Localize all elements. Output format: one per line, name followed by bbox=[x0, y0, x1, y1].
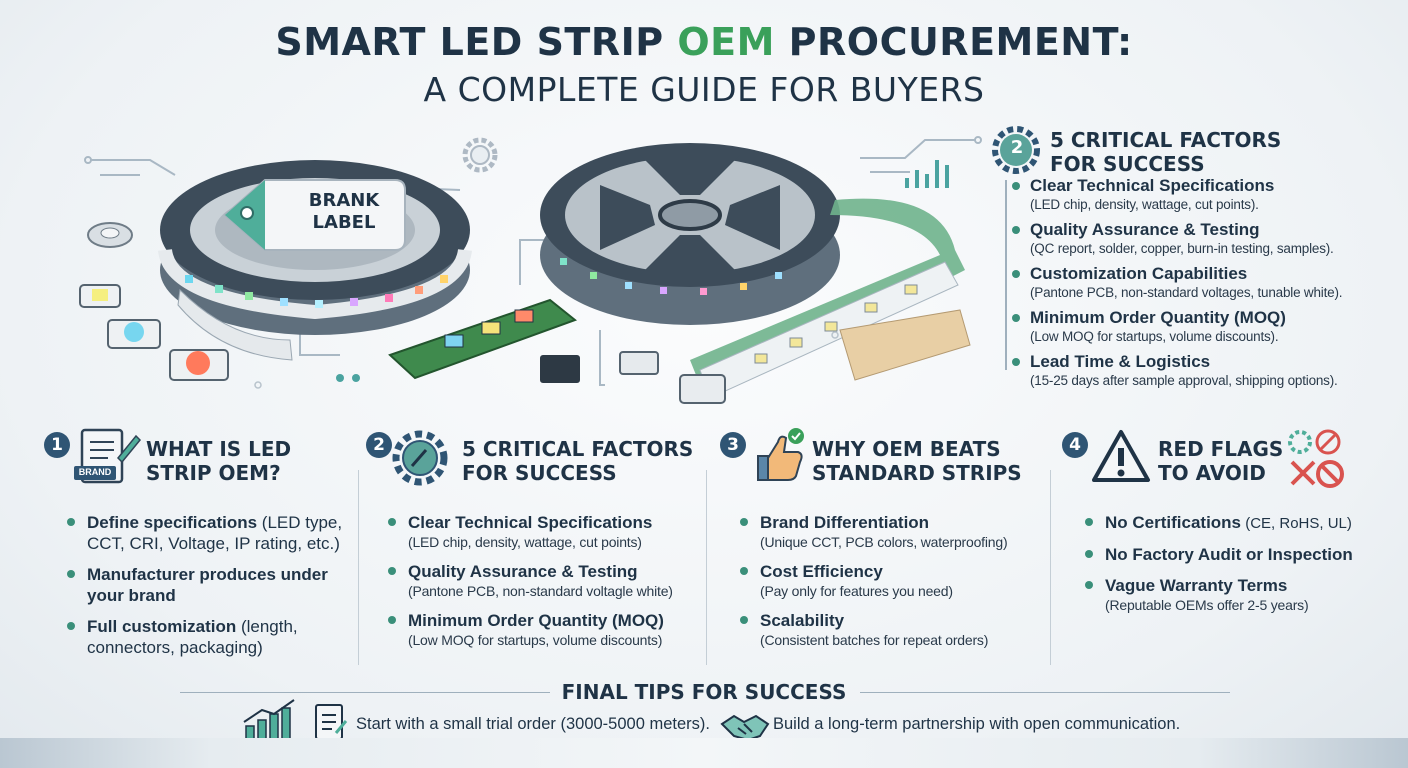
list-item: Customization Capabilities (Pantone PCB,… bbox=[1010, 264, 1400, 301]
right-panel-list: Clear Technical Specifications (LED chip… bbox=[1010, 176, 1400, 396]
right-panel-heading: 5 CRITICAL FACTORS FOR SUCCESS bbox=[1050, 128, 1282, 176]
footer-tip-2: Build a long-term partnership with open … bbox=[773, 715, 1181, 733]
bottom-decoration-bar bbox=[0, 738, 1408, 768]
brand-label-tag: BRANK LABEL bbox=[300, 190, 388, 234]
column-list-2: Clear Technical Specifications (LED chip… bbox=[388, 512, 703, 659]
column-divider bbox=[706, 470, 707, 665]
thumbs-up-icon bbox=[757, 428, 804, 481]
pcb-board bbox=[388, 298, 659, 383]
page-title: SMART LED STRIP OEM PROCUREMENT: bbox=[275, 20, 1133, 64]
page-subtitle: A COMPLETE GUIDE FOR BUYERS bbox=[423, 70, 985, 109]
column-number-4: 4 bbox=[1062, 432, 1088, 458]
column-number-2: 2 bbox=[366, 432, 392, 458]
gear-icon bbox=[392, 430, 448, 486]
list-item: Clear Technical Specifications (LED chip… bbox=[388, 512, 703, 551]
footer-rule-right bbox=[860, 692, 1230, 693]
led-chips bbox=[79, 222, 229, 381]
footer-tip-1: Start with a small trial order (3000-500… bbox=[356, 715, 710, 733]
column-heading-2: 5 CRITICAL FACTORS FOR SUCCESS bbox=[462, 437, 694, 485]
column-heading-1: WHAT IS LED STRIP OEM? bbox=[146, 437, 292, 485]
list-item: Minimum Order Quantity (MOQ) (Low MOQ fo… bbox=[1010, 308, 1400, 345]
list-item: Scalability (Consistent batches for repe… bbox=[740, 610, 1045, 649]
list-item: Clear Technical Specifications (LED chip… bbox=[1010, 176, 1400, 213]
brand-icon-label: BRAND bbox=[78, 467, 112, 477]
column-heading-3: WHY OEM BEATS STANDARD STRIPS bbox=[812, 437, 1022, 485]
checklist-icon bbox=[315, 704, 348, 740]
tag-text-line2: LABEL bbox=[312, 212, 376, 233]
column-list-3: Brand Differentiation (Unique CCT, PCB c… bbox=[740, 512, 1045, 659]
column-list-1: Define specifications (LED type, CCT, CR… bbox=[67, 512, 347, 668]
handshake-icon bbox=[720, 714, 770, 742]
list-item: Full customization (length, connectors, … bbox=[67, 616, 347, 658]
column-divider bbox=[358, 470, 359, 665]
list-item: Cost Efficiency (Pay only for features y… bbox=[740, 561, 1045, 600]
column-number-1: 1 bbox=[44, 432, 70, 458]
warning-icon bbox=[1092, 430, 1150, 482]
tag-text-line1: BRANK bbox=[308, 190, 380, 211]
left-led-reel bbox=[158, 160, 472, 361]
column-number-3: 3 bbox=[720, 432, 746, 458]
column-divider bbox=[1050, 470, 1051, 665]
gear-icon bbox=[462, 137, 498, 173]
list-item: Manufacturer produces under your brand bbox=[67, 564, 347, 606]
gear-number-icon bbox=[992, 126, 1040, 174]
right-panel-number: 2 bbox=[1010, 137, 1024, 158]
right-led-reel bbox=[540, 143, 971, 404]
list-item: Define specifications (LED type, CCT, CR… bbox=[67, 512, 347, 554]
bar-chart-icon bbox=[905, 160, 949, 188]
list-item: Quality Assurance & Testing (QC report, … bbox=[1010, 220, 1400, 257]
document-brand-icon bbox=[74, 428, 142, 484]
column-heading-4: RED FLAGS TO AVOID bbox=[1158, 437, 1284, 485]
list-item: Lead Time & Logistics (15-25 days after … bbox=[1010, 352, 1400, 389]
column-list-4: No Certifications (CE, RoHS, UL) No Fact… bbox=[1085, 512, 1395, 624]
footer-rule-left bbox=[180, 692, 550, 693]
footer-title: FINAL TIPS FOR SUCCESS bbox=[561, 680, 847, 704]
list-item: No Factory Audit or Inspection bbox=[1085, 544, 1395, 565]
list-item: Vague Warranty Terms (Reputable OEMs off… bbox=[1085, 575, 1395, 614]
prohibited-icon bbox=[1288, 429, 1344, 488]
right-panel-line bbox=[1005, 180, 1007, 370]
list-item: Quality Assurance & Testing (Pantone PCB… bbox=[388, 561, 703, 600]
list-item: No Certifications (CE, RoHS, UL) bbox=[1085, 512, 1395, 534]
list-item: Brand Differentiation (Unique CCT, PCB c… bbox=[740, 512, 1045, 551]
list-item: Minimum Order Quantity (MOQ) (Low MOQ fo… bbox=[388, 610, 703, 649]
